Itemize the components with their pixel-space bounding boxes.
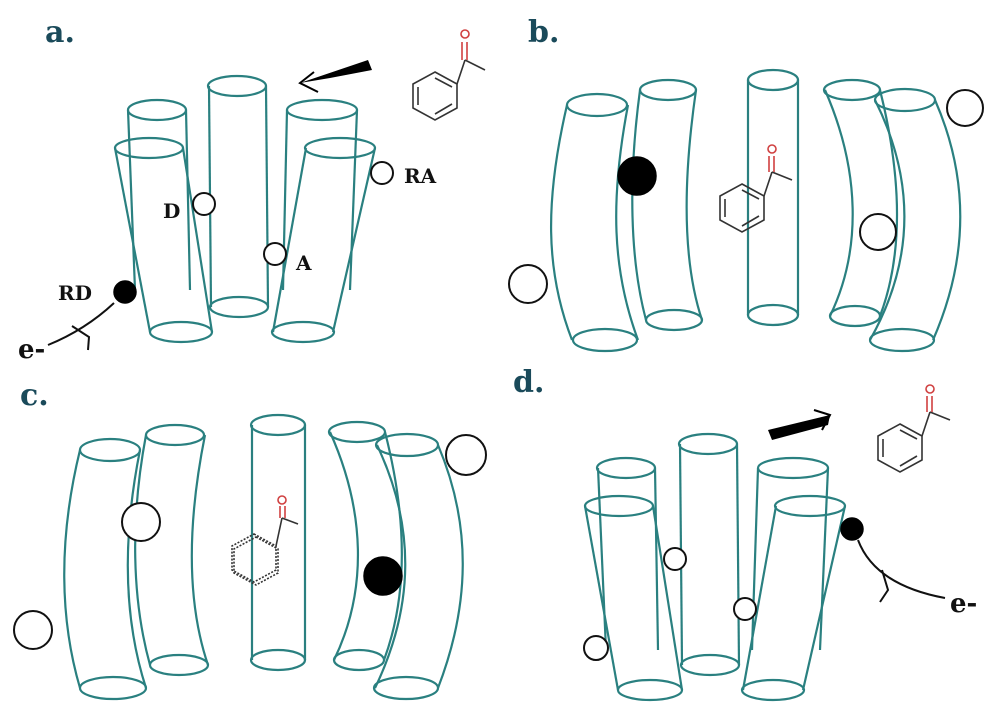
electron-path-a bbox=[47, 302, 115, 346]
helix-a-center bbox=[206, 74, 270, 319]
helix-c-left-outer bbox=[63, 437, 148, 701]
helix-a-back-right bbox=[281, 98, 359, 291]
site-c-open-1 bbox=[13, 610, 53, 650]
site-ra-marker bbox=[370, 161, 394, 185]
site-d-filled bbox=[840, 517, 864, 541]
acetophenone-molecule-icon bbox=[231, 495, 299, 586]
helix-b-right-outer bbox=[868, 87, 962, 353]
helix-c-left-inner bbox=[134, 423, 210, 677]
panel-d: d. bbox=[513, 365, 977, 702]
acetophenone-molecule-icon bbox=[412, 29, 486, 121]
site-d-open-3 bbox=[583, 635, 609, 661]
exit-arrow-icon bbox=[768, 415, 830, 440]
helix-b-center bbox=[746, 68, 800, 327]
site-a-label: A bbox=[295, 251, 312, 275]
helix-b-left-outer bbox=[550, 92, 640, 353]
helix-a-front-left bbox=[113, 136, 214, 344]
site-b-open-1 bbox=[508, 264, 548, 304]
panel-a-label: a. bbox=[45, 15, 75, 50]
site-rd-label: RD bbox=[58, 281, 92, 305]
helix-c-right-inner bbox=[327, 420, 403, 672]
helix-b-right-inner bbox=[822, 78, 898, 328]
helix-a-front-right bbox=[270, 136, 377, 344]
panel-b-label: b. bbox=[528, 15, 559, 50]
site-b-filled bbox=[617, 156, 657, 196]
site-ra-label: RA bbox=[404, 164, 437, 188]
panel-c-label: c. bbox=[20, 378, 49, 413]
helix-d-center bbox=[677, 432, 741, 677]
panel-d-label: d. bbox=[513, 365, 544, 400]
site-a-marker bbox=[263, 242, 287, 266]
site-d-open-2 bbox=[733, 597, 757, 621]
site-c-open-3 bbox=[445, 434, 487, 476]
helix-c-center bbox=[249, 413, 307, 672]
site-d-marker bbox=[192, 192, 216, 216]
site-d-label: D bbox=[163, 199, 180, 223]
site-c-filled bbox=[363, 556, 403, 596]
helix-d-back-right bbox=[750, 456, 830, 651]
site-rd-marker bbox=[113, 280, 137, 304]
site-d-open-1 bbox=[663, 547, 687, 571]
helix-d-front-right bbox=[740, 494, 847, 702]
acetophenone-molecule-icon bbox=[719, 144, 793, 233]
site-b-open-3 bbox=[946, 89, 984, 127]
helix-b-left-inner bbox=[631, 78, 704, 332]
electron-label-a: e- bbox=[18, 335, 45, 365]
electron-label-d: e- bbox=[950, 589, 977, 619]
panel-b: b. bbox=[508, 15, 984, 353]
electron-arrowhead-d bbox=[879, 569, 890, 603]
site-b-open-2 bbox=[859, 213, 897, 251]
electron-path-d bbox=[857, 539, 946, 599]
helix-c-right-outer bbox=[372, 432, 464, 701]
site-c-open-2 bbox=[121, 502, 161, 542]
acetophenone-molecule-icon bbox=[877, 384, 951, 473]
electron-arrowhead-a bbox=[71, 325, 91, 351]
helix-d-front-left bbox=[583, 494, 684, 702]
entry-arrow-icon bbox=[300, 60, 372, 83]
panel-a: a. bbox=[18, 15, 486, 365]
panel-c: c. bbox=[13, 378, 487, 701]
